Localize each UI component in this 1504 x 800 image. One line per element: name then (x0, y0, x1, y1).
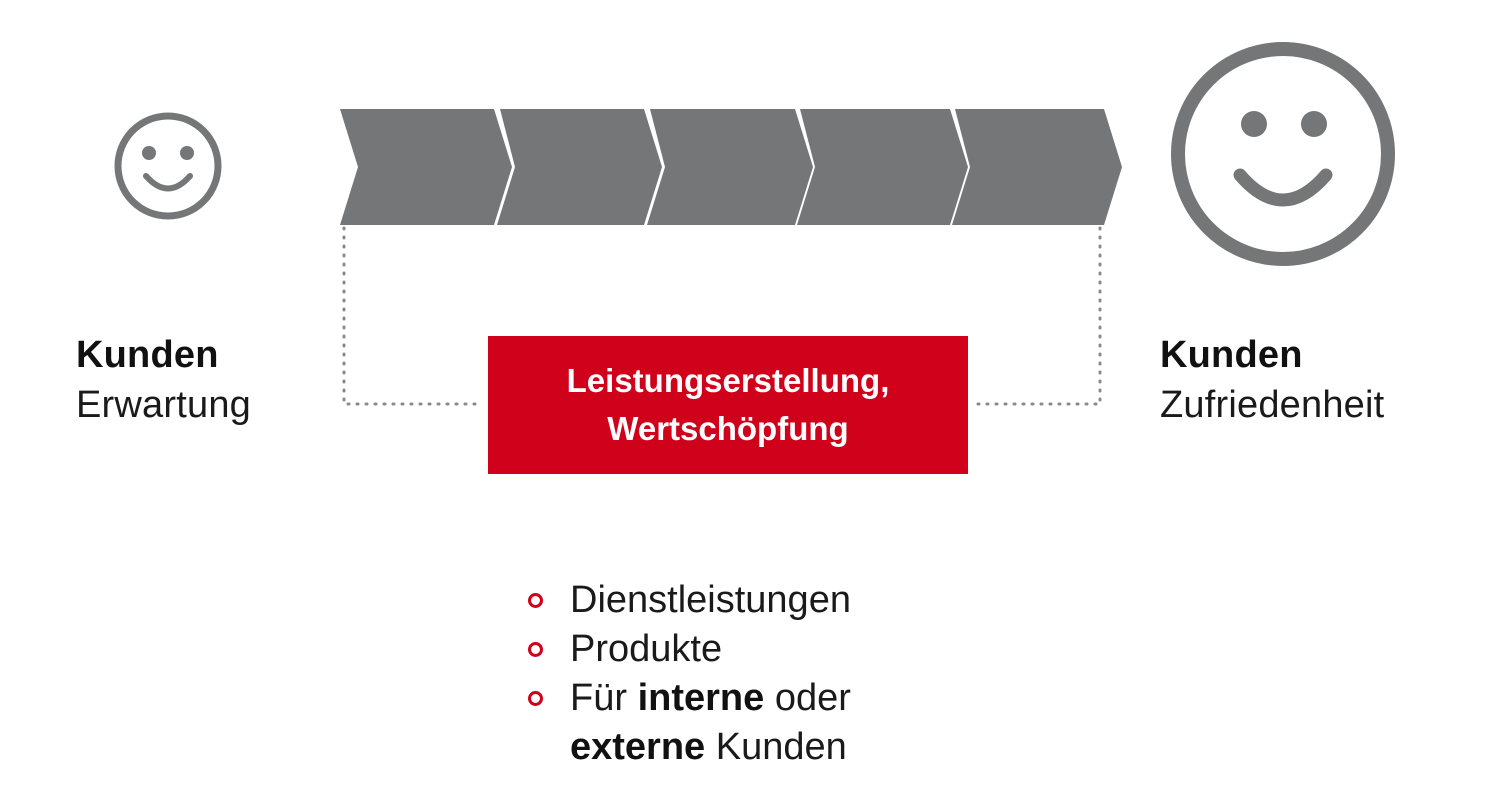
bracket-left (342, 226, 484, 406)
list-item: Produkte (524, 625, 851, 674)
bullet-text-internal: interne (637, 677, 765, 719)
bullet-continuation: externe Kunden (570, 723, 851, 772)
process-chevron-5 (952, 109, 1122, 225)
process-chevrons (340, 109, 1122, 225)
bullet-text-external: externe (570, 726, 706, 768)
bullet-ring-icon (528, 642, 543, 657)
value-creation-box: Leistungserstellung, Wertschöpfung (488, 336, 968, 474)
process-chevron-3 (647, 109, 813, 225)
list-item: Dienstleistungen (524, 576, 851, 625)
process-chevron-2 (497, 109, 662, 225)
bullet-ring-icon (528, 691, 543, 706)
bullet-text-or: oder (764, 677, 851, 719)
customer-satisfaction-subtitle: Zufriedenheit (1160, 384, 1385, 426)
bullet-text-products: Produkte (570, 628, 723, 670)
output-bullet-list: Dienstleistungen Produkte Für interne od… (524, 576, 851, 772)
bullet-text-prefix: Für (570, 677, 638, 719)
customer-expectation-title: Kunden (76, 334, 219, 376)
customer-satisfaction-title: Kunden (1160, 334, 1303, 376)
list-item: Für interne oder externe Kunden (524, 674, 851, 772)
process-chevron-1 (340, 109, 512, 225)
bullet-text-services: Dienstleistungen (570, 579, 851, 621)
small-smiley-icon (114, 112, 222, 220)
bullet-text-customers: Kunden (705, 726, 847, 768)
customer-satisfaction-label: Kunden Zufriedenheit (1160, 330, 1384, 430)
bracket-right (974, 226, 1102, 406)
customer-expectation-label: Kunden Erwartung (76, 330, 251, 430)
customer-expectation-subtitle: Erwartung (76, 384, 251, 426)
value-creation-line-2: Wertschöpfung (607, 410, 849, 447)
value-creation-line-1: Leistungserstellung, (566, 362, 890, 399)
large-smiley-icon (1171, 42, 1395, 266)
process-chevron-4 (797, 109, 968, 225)
bullet-ring-icon (528, 593, 543, 608)
